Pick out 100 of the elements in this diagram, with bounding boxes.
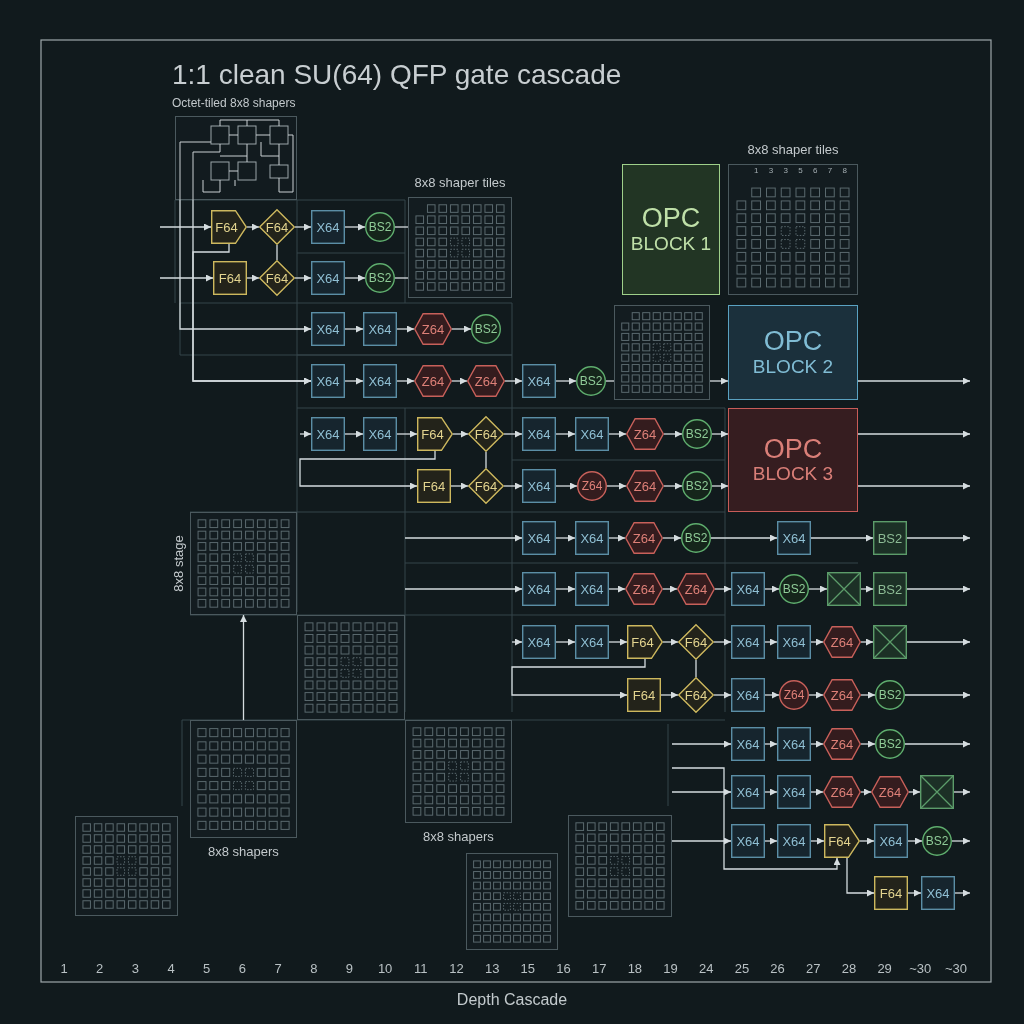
arrow — [662, 534, 682, 542]
arrow — [671, 767, 841, 870]
arrow — [710, 534, 778, 542]
arrow — [299, 430, 312, 438]
block-label: BLOCK 3 — [752, 464, 834, 486]
grid-caption: 8x8 shapers — [423, 829, 494, 844]
square-gate: X64 — [575, 625, 609, 659]
square-gate: X64 — [575, 417, 609, 451]
arrow — [808, 585, 828, 593]
square-gate: X64 — [522, 469, 556, 503]
square-gate: X64 — [874, 824, 908, 858]
hexagon-gate: Z64 — [677, 573, 715, 605]
square-gate: X64 — [522, 364, 556, 398]
square-gate: X64 — [777, 625, 811, 659]
arrow — [846, 857, 875, 897]
arrow — [555, 377, 577, 385]
square-gate: X64 — [522, 521, 556, 555]
square-gate: X64 — [522, 625, 556, 659]
circle-gate: Z64 — [779, 680, 809, 710]
arrow — [671, 837, 732, 845]
hexagon-gate: Z64 — [626, 470, 664, 502]
connector-line — [485, 451, 487, 469]
circle-gate: BS2 — [682, 471, 712, 501]
arrow — [404, 585, 523, 593]
connector-line — [394, 226, 409, 228]
axis-tick-label: 2 — [96, 961, 104, 976]
circle-gate: BS2 — [875, 680, 905, 710]
arrow — [906, 638, 971, 646]
square-gate: X64 — [731, 824, 765, 858]
diamond-gate: F64 — [468, 416, 504, 452]
square-gate: X64 — [731, 727, 765, 761]
arrow — [810, 534, 874, 542]
arrow — [671, 740, 732, 748]
arrow — [179, 199, 312, 333]
axis-tick-label: 19 — [663, 961, 678, 976]
arrow — [555, 638, 576, 646]
grid-caption: 8x8 shapers — [208, 844, 279, 859]
axis-tick-label: 11 — [414, 961, 428, 976]
arrow — [714, 585, 732, 593]
axis-tick-label: ~30 — [944, 961, 968, 976]
axis-tick-label: 12 — [449, 961, 464, 976]
arrow — [451, 325, 472, 333]
arrow — [764, 691, 780, 699]
arrow — [608, 638, 628, 646]
hexagon-gate: Z64 — [871, 776, 909, 808]
arrow — [860, 585, 874, 593]
hexagon-gate: Z64 — [823, 626, 861, 658]
arrow — [764, 740, 778, 748]
arrow — [344, 377, 364, 385]
arrow — [951, 837, 971, 845]
hexagon-gate: Z64 — [625, 522, 663, 554]
square-gate: BS2 — [873, 572, 907, 606]
axis-tick-label: 25 — [734, 961, 750, 976]
hexagon-gate: Z64 — [414, 365, 452, 397]
arrow — [764, 788, 778, 796]
arrow — [908, 788, 921, 796]
arrow — [671, 788, 732, 796]
arrow — [240, 614, 247, 721]
arrow — [662, 638, 679, 646]
arrow — [159, 223, 212, 231]
pentagon-gate: F64 — [627, 625, 663, 659]
pentagon-gate: F64 — [211, 210, 247, 244]
arrow — [555, 534, 576, 542]
block-panel — [728, 408, 858, 512]
circle-gate: BS2 — [779, 574, 809, 604]
arrow — [294, 223, 312, 231]
crossed-box — [920, 775, 954, 809]
axis-tick-label: 17 — [591, 961, 607, 976]
panel-heading: Octet-tiled 8x8 shapers — [172, 96, 296, 110]
square-gate: X64 — [575, 572, 609, 606]
pentagon-gate: F64 — [824, 824, 860, 858]
arrow — [907, 889, 922, 897]
circle-gate: Z64 — [577, 471, 607, 501]
square-gate: X64 — [777, 727, 811, 761]
arrow — [503, 482, 523, 490]
arrow — [904, 691, 971, 699]
arrow — [810, 638, 824, 646]
hexagon-gate: Z64 — [625, 573, 663, 605]
arrow — [857, 377, 971, 385]
axis-tick-label: 27 — [806, 961, 821, 976]
square-gate: X64 — [777, 824, 811, 858]
arrow — [396, 325, 415, 333]
square-gate: X64 — [522, 572, 556, 606]
axis-tick-label: 5 — [203, 961, 211, 976]
arrow — [344, 274, 366, 282]
column-number: 1 — [753, 167, 759, 175]
arrow — [662, 585, 678, 593]
square-gate: X64 — [777, 521, 811, 555]
block-panel — [622, 164, 720, 295]
square-gate: X64 — [731, 625, 765, 659]
arrow — [192, 243, 312, 385]
axis-tick-label: 10 — [377, 961, 393, 976]
circle-gate: BS2 — [681, 523, 711, 553]
circle-gate: BS2 — [576, 366, 606, 396]
diamond-gate: F64 — [678, 624, 714, 660]
arrow — [450, 482, 469, 490]
hexagon-gate: Z64 — [467, 365, 505, 397]
grid-caption: 8x8 stage — [170, 535, 186, 592]
square-gate: X64 — [363, 312, 397, 346]
crossed-box — [873, 625, 907, 659]
